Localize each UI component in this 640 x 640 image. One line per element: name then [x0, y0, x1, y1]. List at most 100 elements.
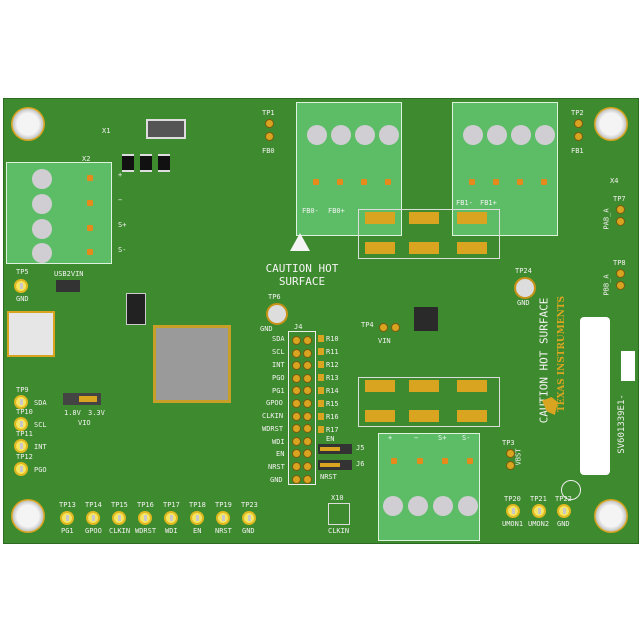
caution-line-1: CAUTION HOT — [265, 262, 339, 275]
j4-pin-2b[interactable] — [303, 348, 312, 358]
tp9-label: SDA — [34, 399, 47, 407]
j4-pin-8b[interactable] — [303, 424, 312, 434]
tp19-label: NRST — [215, 527, 232, 535]
test-point-tp16[interactable] — [138, 511, 152, 525]
resistor-label: R16 — [326, 413, 339, 421]
test-point-tp5[interactable] — [14, 279, 28, 293]
x3-pin-1: + — [388, 434, 393, 442]
pb-free-icon — [561, 480, 581, 500]
serial-label — [621, 351, 635, 381]
x4-ref: X4 — [610, 177, 619, 185]
capacitor-c25 — [158, 154, 170, 172]
test-point-tp18[interactable] — [190, 511, 204, 525]
test-point-tp13[interactable] — [60, 511, 74, 525]
tp3-pin2[interactable] — [506, 461, 515, 470]
j4-pin-8a[interactable] — [292, 424, 301, 434]
test-point-tp23[interactable] — [242, 511, 256, 525]
test-point-tp12[interactable] — [14, 462, 28, 476]
resistor-r11 — [318, 348, 324, 355]
test-point-tp10[interactable] — [14, 417, 28, 431]
tp16-ref: TP16 — [137, 501, 154, 509]
pab-a-label: PAB_A — [602, 208, 611, 230]
tp3-pin[interactable] — [506, 449, 515, 458]
tp18-label: EN — [193, 527, 202, 535]
mounting-hole-br — [594, 499, 628, 533]
test-point-tp24[interactable] — [514, 277, 536, 299]
pbb-a-label: PBB_A — [602, 274, 611, 296]
j4-pin-3b[interactable] — [303, 361, 312, 371]
tp12-ref: TP12 — [16, 453, 33, 461]
j4-pin-11b[interactable] — [303, 462, 312, 471]
tp7-pin2[interactable] — [616, 217, 625, 226]
j4-pin-2a[interactable] — [292, 348, 301, 358]
tp20-label: UMON1 — [502, 520, 524, 528]
tp7-pin[interactable] — [616, 205, 625, 214]
tp15-ref: TP15 — [111, 501, 128, 509]
tp12-label: PGO — [34, 466, 47, 474]
mounting-hole-tr — [594, 107, 628, 141]
tp8-pin[interactable] — [616, 269, 625, 278]
tp18-ref: TP18 — [189, 501, 206, 509]
test-point-tp15[interactable] — [112, 511, 126, 525]
mounting-hole-tl — [11, 107, 45, 141]
tp8-pin2[interactable] — [616, 281, 625, 290]
j4-pin-1b[interactable] — [303, 336, 312, 345]
vio-jumper-j8[interactable] — [63, 393, 101, 405]
tp2-pin — [574, 119, 583, 128]
tp5-label: GND — [16, 295, 29, 303]
j4-pin-7b[interactable] — [303, 411, 312, 421]
j4-pin-10a[interactable] — [292, 449, 301, 459]
j4-pin-9b[interactable] — [303, 436, 312, 446]
capacitor-c24 — [140, 154, 152, 172]
j5-ref: J5 — [356, 444, 365, 452]
blank-label-area — [580, 317, 610, 475]
tp11-label: INT — [34, 443, 47, 451]
j4-pin-wdrst: WDRST — [262, 425, 284, 433]
j4-pin-4b[interactable] — [303, 373, 312, 383]
j4-pin-gpoo: GPOO — [266, 399, 283, 407]
tp2-pin2 — [574, 132, 583, 141]
test-point-tp6[interactable] — [266, 303, 288, 325]
resistor-label: R15 — [326, 400, 339, 408]
test-point-tp11[interactable] — [14, 439, 28, 453]
j4-pin-7a[interactable] — [292, 411, 301, 421]
clkin-connector-x10[interactable] — [328, 503, 350, 525]
j4-pin-12a[interactable] — [292, 474, 301, 484]
j4-pin-5a[interactable] — [292, 386, 301, 396]
resistor-r10 — [318, 335, 324, 342]
usb-connector-j7 — [7, 311, 55, 357]
j4-pin-6a[interactable] — [292, 399, 301, 408]
fb0-label: FB0 — [262, 147, 275, 155]
j4-pin-1a[interactable] — [292, 336, 301, 345]
tp21-ref: TP21 — [530, 495, 547, 503]
resistor-r16 — [318, 413, 324, 420]
inductor-l1 — [146, 119, 186, 139]
terminal-block-x2 — [6, 162, 112, 264]
tp14-ref: TP14 — [85, 501, 102, 509]
tp24-label: GND — [517, 299, 530, 307]
j4-pin-3a[interactable] — [292, 361, 301, 371]
test-point-tp9[interactable] — [14, 395, 28, 409]
j4-pin-6b[interactable] — [303, 399, 312, 408]
nrst-jumper-j6[interactable] — [318, 460, 352, 470]
tp17-ref: TP17 — [163, 501, 180, 509]
j4-pin-12b[interactable] — [303, 474, 312, 484]
en-jumper-j5[interactable] — [318, 444, 352, 454]
j4-pin-11a[interactable] — [292, 462, 301, 471]
tp17-label: WDI — [165, 527, 178, 535]
test-point-tp21[interactable] — [532, 504, 546, 518]
j4-pin-9a[interactable] — [292, 436, 301, 446]
x2-ref: X2 — [82, 155, 91, 163]
test-point-tp17[interactable] — [164, 511, 178, 525]
j4-pin-5b[interactable] — [303, 386, 312, 396]
tp5-ref: TP5 — [16, 268, 29, 276]
tp4-pin[interactable] — [379, 323, 388, 332]
test-point-tp19[interactable] — [216, 511, 230, 525]
mounting-hole-bl — [11, 499, 45, 533]
test-point-tp20[interactable] — [506, 504, 520, 518]
test-point-tp22[interactable] — [557, 504, 571, 518]
test-point-tp14[interactable] — [86, 511, 100, 525]
tp4-pin2[interactable] — [391, 323, 400, 332]
j4-pin-10b[interactable] — [303, 449, 312, 459]
j4-pin-4a[interactable] — [292, 373, 301, 383]
